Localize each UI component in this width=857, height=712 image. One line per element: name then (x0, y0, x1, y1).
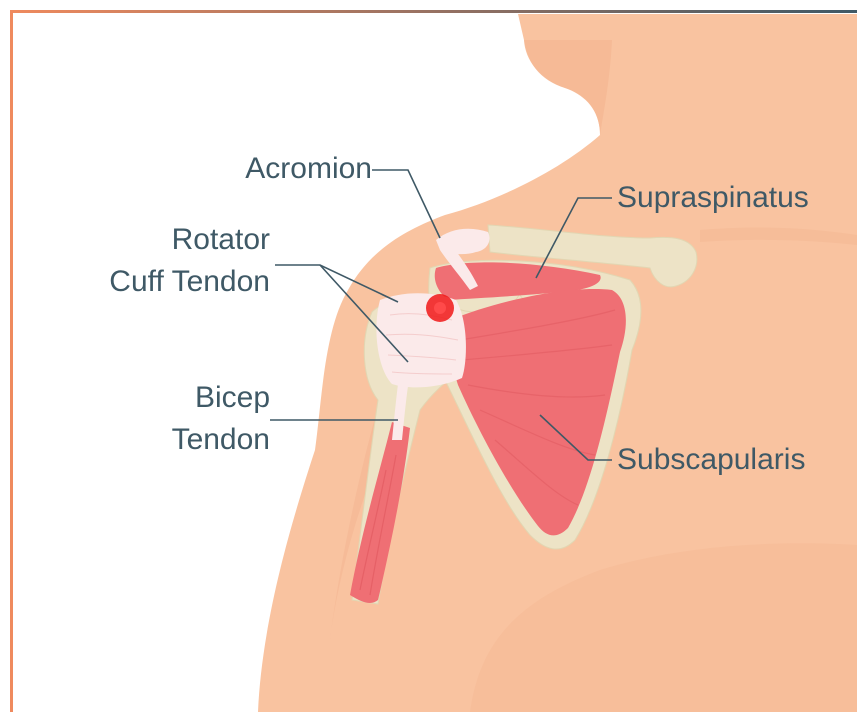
rotator-cuff-label-line2: Cuff Tendon (60, 261, 270, 303)
bicep-label-line2: Tendon (120, 419, 270, 461)
inflammation-core (434, 302, 446, 314)
bicep-label-line1: Bicep (120, 377, 270, 419)
chin-contour (524, 40, 612, 135)
subscapularis-label-text: Subscapularis (617, 439, 805, 481)
rotator-cuff-label-line1: Rotator (60, 219, 270, 261)
rotator-cuff-label: Rotator Cuff Tendon (60, 219, 270, 303)
supraspinatus-label: Supraspinatus (617, 177, 809, 219)
supraspinatus-label-text: Supraspinatus (617, 177, 809, 219)
acromion-label: Acromion (200, 148, 372, 190)
acromion-label-text: Acromion (200, 148, 372, 190)
bicep-tendon-label: Bicep Tendon (120, 377, 270, 461)
subscapularis-label: Subscapularis (617, 439, 805, 481)
